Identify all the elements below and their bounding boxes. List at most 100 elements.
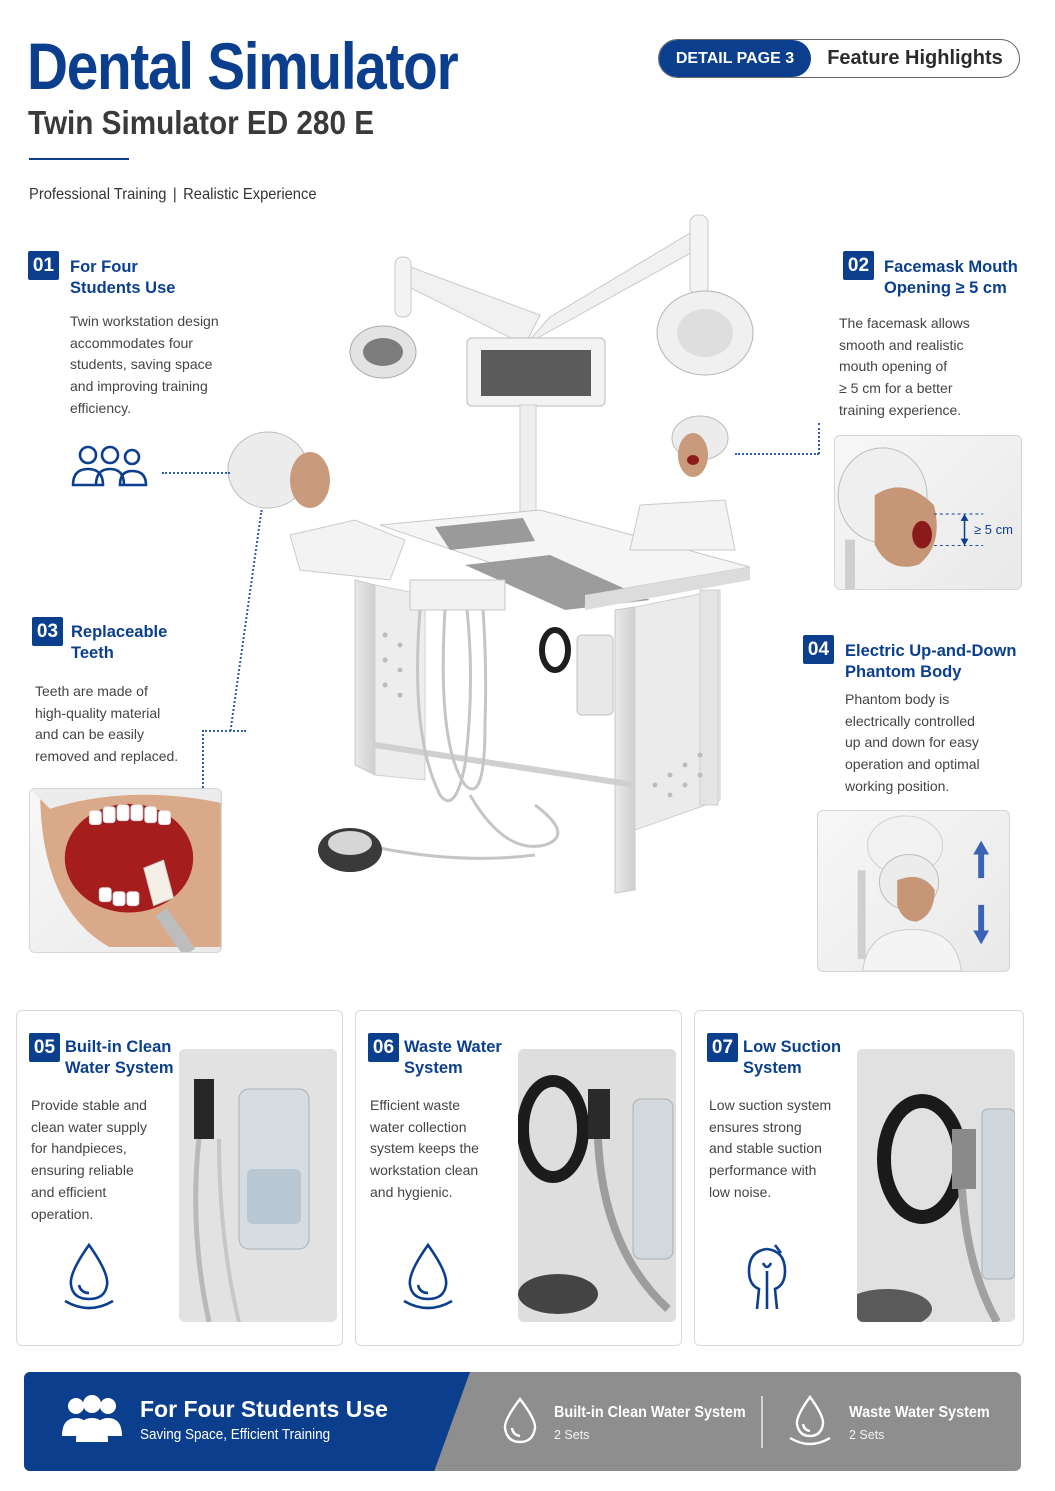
product-illustration: [205, 205, 795, 905]
feature-desc-01: Twin workstation design accommodates fou…: [70, 311, 219, 420]
feature-title-03-line2: Teeth: [71, 644, 114, 662]
feature-title-03-line1: Replaceable: [71, 623, 168, 641]
feature-card-06: 06 Waste Water System Efficient waste wa…: [355, 1010, 682, 1346]
feature-title-02-line2: Opening ≥ 5 cm: [884, 279, 1007, 297]
desc-line: Low suction system: [709, 1097, 832, 1113]
desc-line: operation and optimal: [845, 756, 980, 773]
desc-line: removed and replaced.: [35, 748, 179, 765]
summary-item-title: Waste Water System: [849, 1404, 990, 1421]
desc-line: performance with: [709, 1162, 817, 1179]
desc-line: Twin workstation design: [70, 313, 219, 329]
desc-line: smooth and realistic: [839, 336, 964, 353]
desc-line: Provide stable and: [31, 1097, 147, 1113]
feature-number-03: 03: [32, 617, 63, 646]
desc-line: for handpieces,: [31, 1140, 127, 1157]
desc-line: students, saving space: [70, 356, 213, 373]
feature-number-06: 06: [368, 1033, 399, 1062]
desc-line: ensuring reliable: [31, 1162, 134, 1179]
connector-line-02-vertical: [818, 423, 820, 454]
water-drop-icon: [498, 1396, 542, 1446]
desc-line: operation.: [31, 1205, 94, 1222]
feature-title-06-line2: System: [404, 1059, 463, 1077]
students-group-icon: [60, 1394, 124, 1444]
connector-line-02: [735, 453, 819, 455]
feature-title-04-line2: Phantom Body: [845, 663, 962, 681]
detail-page-label: DETAIL PAGE 3: [659, 40, 811, 77]
desc-line: workstation clean: [370, 1162, 479, 1179]
desc-line: accommodates four: [70, 334, 193, 351]
section-label: Feature Highlights: [827, 47, 1003, 69]
feature-card-05: 05 Built-in Clean Water System Provide s…: [16, 1010, 343, 1346]
product-model: Twin Simulator ED 280 E: [28, 104, 375, 141]
page-title: Dental Simulator: [27, 29, 459, 103]
desc-line: low noise.: [709, 1183, 772, 1200]
desc-line: Efficient waste: [370, 1097, 461, 1113]
replaceable-teeth-photo: [29, 788, 222, 953]
desc-line: efficiency.: [70, 399, 131, 416]
students-group-icon: [70, 443, 150, 487]
suction-icon: [735, 1241, 799, 1313]
feature-title-01: For Four Students Use: [70, 257, 175, 299]
feature-desc-04: Phantom body is electrically controlled …: [845, 689, 980, 798]
desc-line: The facemask allows: [839, 315, 970, 331]
feature-title-01-line2: Students Use: [70, 279, 176, 297]
tagline-right: Realistic Experience: [183, 186, 317, 203]
water-drop-icon: [57, 1241, 121, 1313]
tagline-separator: |: [172, 186, 177, 203]
feature-title-02-line1: Facemask Mouth: [884, 258, 1018, 276]
summary-bar: For Four Students Use Saving Space, Effi…: [24, 1372, 1021, 1471]
summary-item-value: 2 Sets: [554, 1428, 590, 1442]
desc-line: and improving training: [70, 378, 208, 395]
feature-title-06-line1: Waste Water: [404, 1038, 502, 1056]
feature-number-05: 05: [29, 1033, 60, 1062]
desc-line: system keeps the: [370, 1140, 479, 1157]
desc-line: ≥ 5 cm for a better: [839, 380, 953, 397]
water-drop-icon: [396, 1241, 460, 1313]
feature-title-02: Facemask Mouth Opening ≥ 5 cm: [884, 257, 1018, 299]
feature-number-02: 02: [843, 251, 874, 280]
page-indicator-pill: DETAIL PAGE 3 Feature Highlights: [658, 39, 1020, 78]
feature-title-03: Replaceable Teeth: [71, 622, 167, 664]
feature-title-04-line1: Electric Up-and-Down: [845, 642, 1017, 660]
desc-line: up and down for easy: [845, 734, 979, 751]
tagline-left: Professional Training: [29, 186, 167, 203]
feature-number-01: 01: [28, 251, 59, 280]
mouth-opening-annotation: ≥ 5 cm: [974, 522, 1013, 537]
clean-water-drawing: [179, 1049, 337, 1322]
feature-desc-07: Low suction system ensures strong and st…: [709, 1095, 831, 1204]
feature-title-07-line2: System: [743, 1059, 802, 1077]
desc-line: clean water supply: [31, 1118, 147, 1135]
desc-line: mouth opening of: [839, 358, 948, 375]
desc-line: and hygienic.: [370, 1183, 453, 1200]
desc-line: Phantom body is: [845, 691, 950, 707]
connector-line-01: [162, 472, 230, 474]
facemask-drawing: [837, 447, 984, 589]
title-divider: [29, 158, 129, 160]
summary-item-title: Built-in Clean Water System: [554, 1404, 746, 1421]
feature-number-07: 07: [707, 1033, 738, 1062]
facemask-mouth-photo: [834, 435, 1022, 590]
clean-water-photo: [179, 1049, 337, 1322]
desc-line: working position.: [845, 777, 950, 794]
tagline: Professional Training | Realistic Experien…: [29, 186, 317, 204]
feature-title-07-line1: Low Suction: [743, 1038, 842, 1056]
low-suction-photo: [857, 1049, 1015, 1322]
feature-card-07: 07 Low Suction System Low suction system…: [694, 1010, 1024, 1346]
desc-line: Teeth are made of: [35, 683, 148, 699]
waste-water-drawing: [518, 1049, 676, 1322]
connector-line-03-vertical: [202, 730, 204, 788]
feature-title-04: Electric Up-and-Down Phantom Body: [845, 641, 1016, 683]
feature-title-07: Low Suction System: [743, 1037, 841, 1079]
connector-line-03: [202, 730, 246, 732]
summary-divider: [761, 1396, 763, 1448]
teeth-drawing: [30, 789, 221, 952]
desc-line: and efficient: [31, 1183, 107, 1200]
water-drop-icon: [786, 1394, 834, 1448]
feature-number-04: 04: [803, 635, 834, 664]
feature-title-06: Waste Water System: [404, 1037, 502, 1079]
desc-line: water collection: [370, 1118, 467, 1135]
desc-line: high-quality material: [35, 704, 161, 721]
summary-title: For Four Students Use: [140, 1396, 388, 1422]
phantom-body-drawing: [857, 815, 990, 971]
feature-title-01-line1: For Four: [70, 258, 138, 276]
